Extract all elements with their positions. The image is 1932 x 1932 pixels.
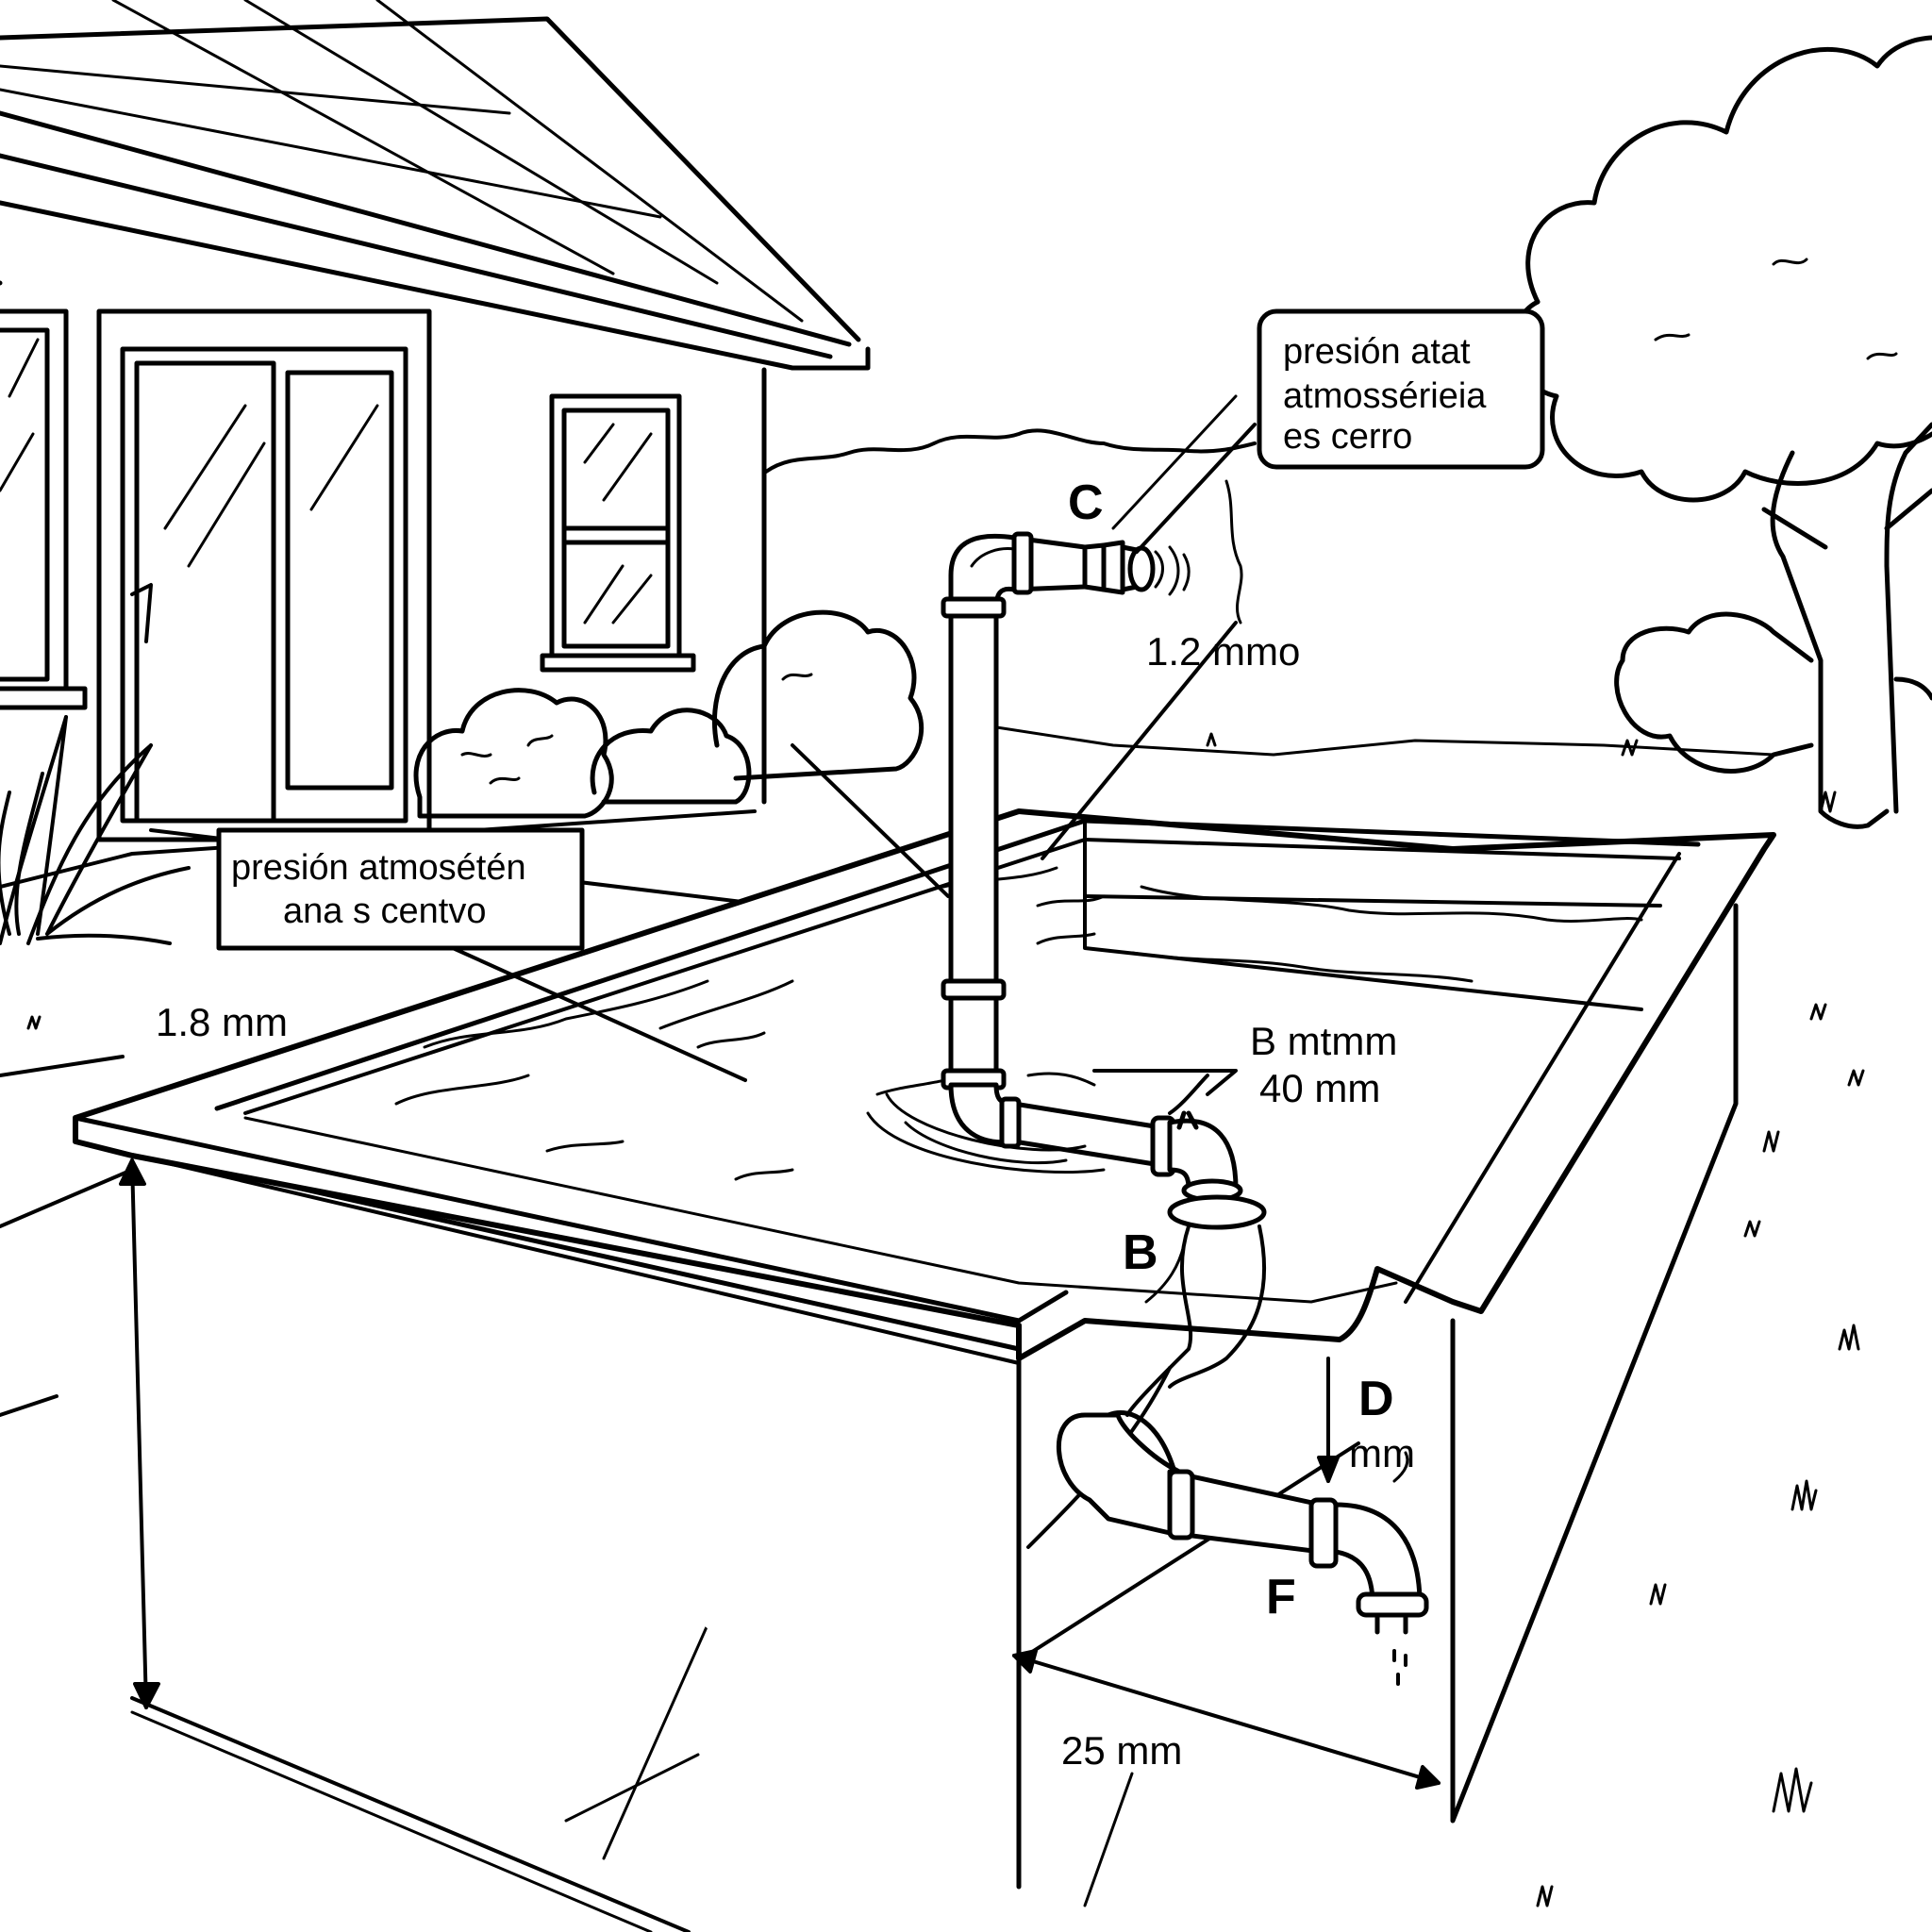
tree bbox=[1511, 35, 1932, 829]
label-dim-1-2: 1.2 mmo bbox=[1146, 629, 1300, 674]
agave-plant bbox=[0, 715, 191, 945]
label-dim-25: 25 mm bbox=[1061, 1728, 1182, 1773]
label-dim-b: B mtmm bbox=[1250, 1019, 1397, 1063]
callout-top-right: presión atat atmossérieia es cerro bbox=[1257, 308, 1545, 470]
callout-top-right-line-2: atmossérieia bbox=[1283, 376, 1487, 416]
water-surface bbox=[243, 866, 1643, 1304]
house-window-left bbox=[0, 308, 88, 710]
pool bbox=[73, 808, 1776, 1890]
callout-left-line-2: ana s centvo bbox=[283, 891, 486, 931]
label-dim-1-8: 1.8 mm bbox=[156, 1000, 288, 1044]
label-f: F bbox=[1266, 1570, 1296, 1624]
callout-top-right-line-3: es cerro bbox=[1283, 417, 1412, 457]
shrubs bbox=[413, 609, 924, 819]
label-c: C bbox=[1068, 475, 1104, 530]
sliding-door[interactable] bbox=[96, 308, 432, 842]
callout-top-right-line-1: presión atat bbox=[1283, 332, 1471, 372]
house bbox=[0, 0, 871, 889]
grass-tufts bbox=[26, 732, 1865, 1907]
callout-left-line-1: presión atmosétén bbox=[231, 848, 526, 888]
label-dim-40: 40 mm bbox=[1259, 1066, 1380, 1110]
house-window-right bbox=[540, 393, 696, 673]
siphon-pipe bbox=[866, 531, 1429, 1686]
labels: C B D F 1.2 mmo 1.8 mm B mtmm 40 mm mm 2… bbox=[156, 475, 1415, 1773]
hedge-line bbox=[764, 428, 1257, 474]
label-b: B bbox=[1123, 1225, 1158, 1280]
label-d: D bbox=[1358, 1372, 1394, 1426]
dimension-lines bbox=[119, 394, 1441, 1790]
label-dim-d: mm bbox=[1349, 1431, 1415, 1475]
callout-left: presión atmosétén ana s centvo bbox=[216, 827, 585, 951]
